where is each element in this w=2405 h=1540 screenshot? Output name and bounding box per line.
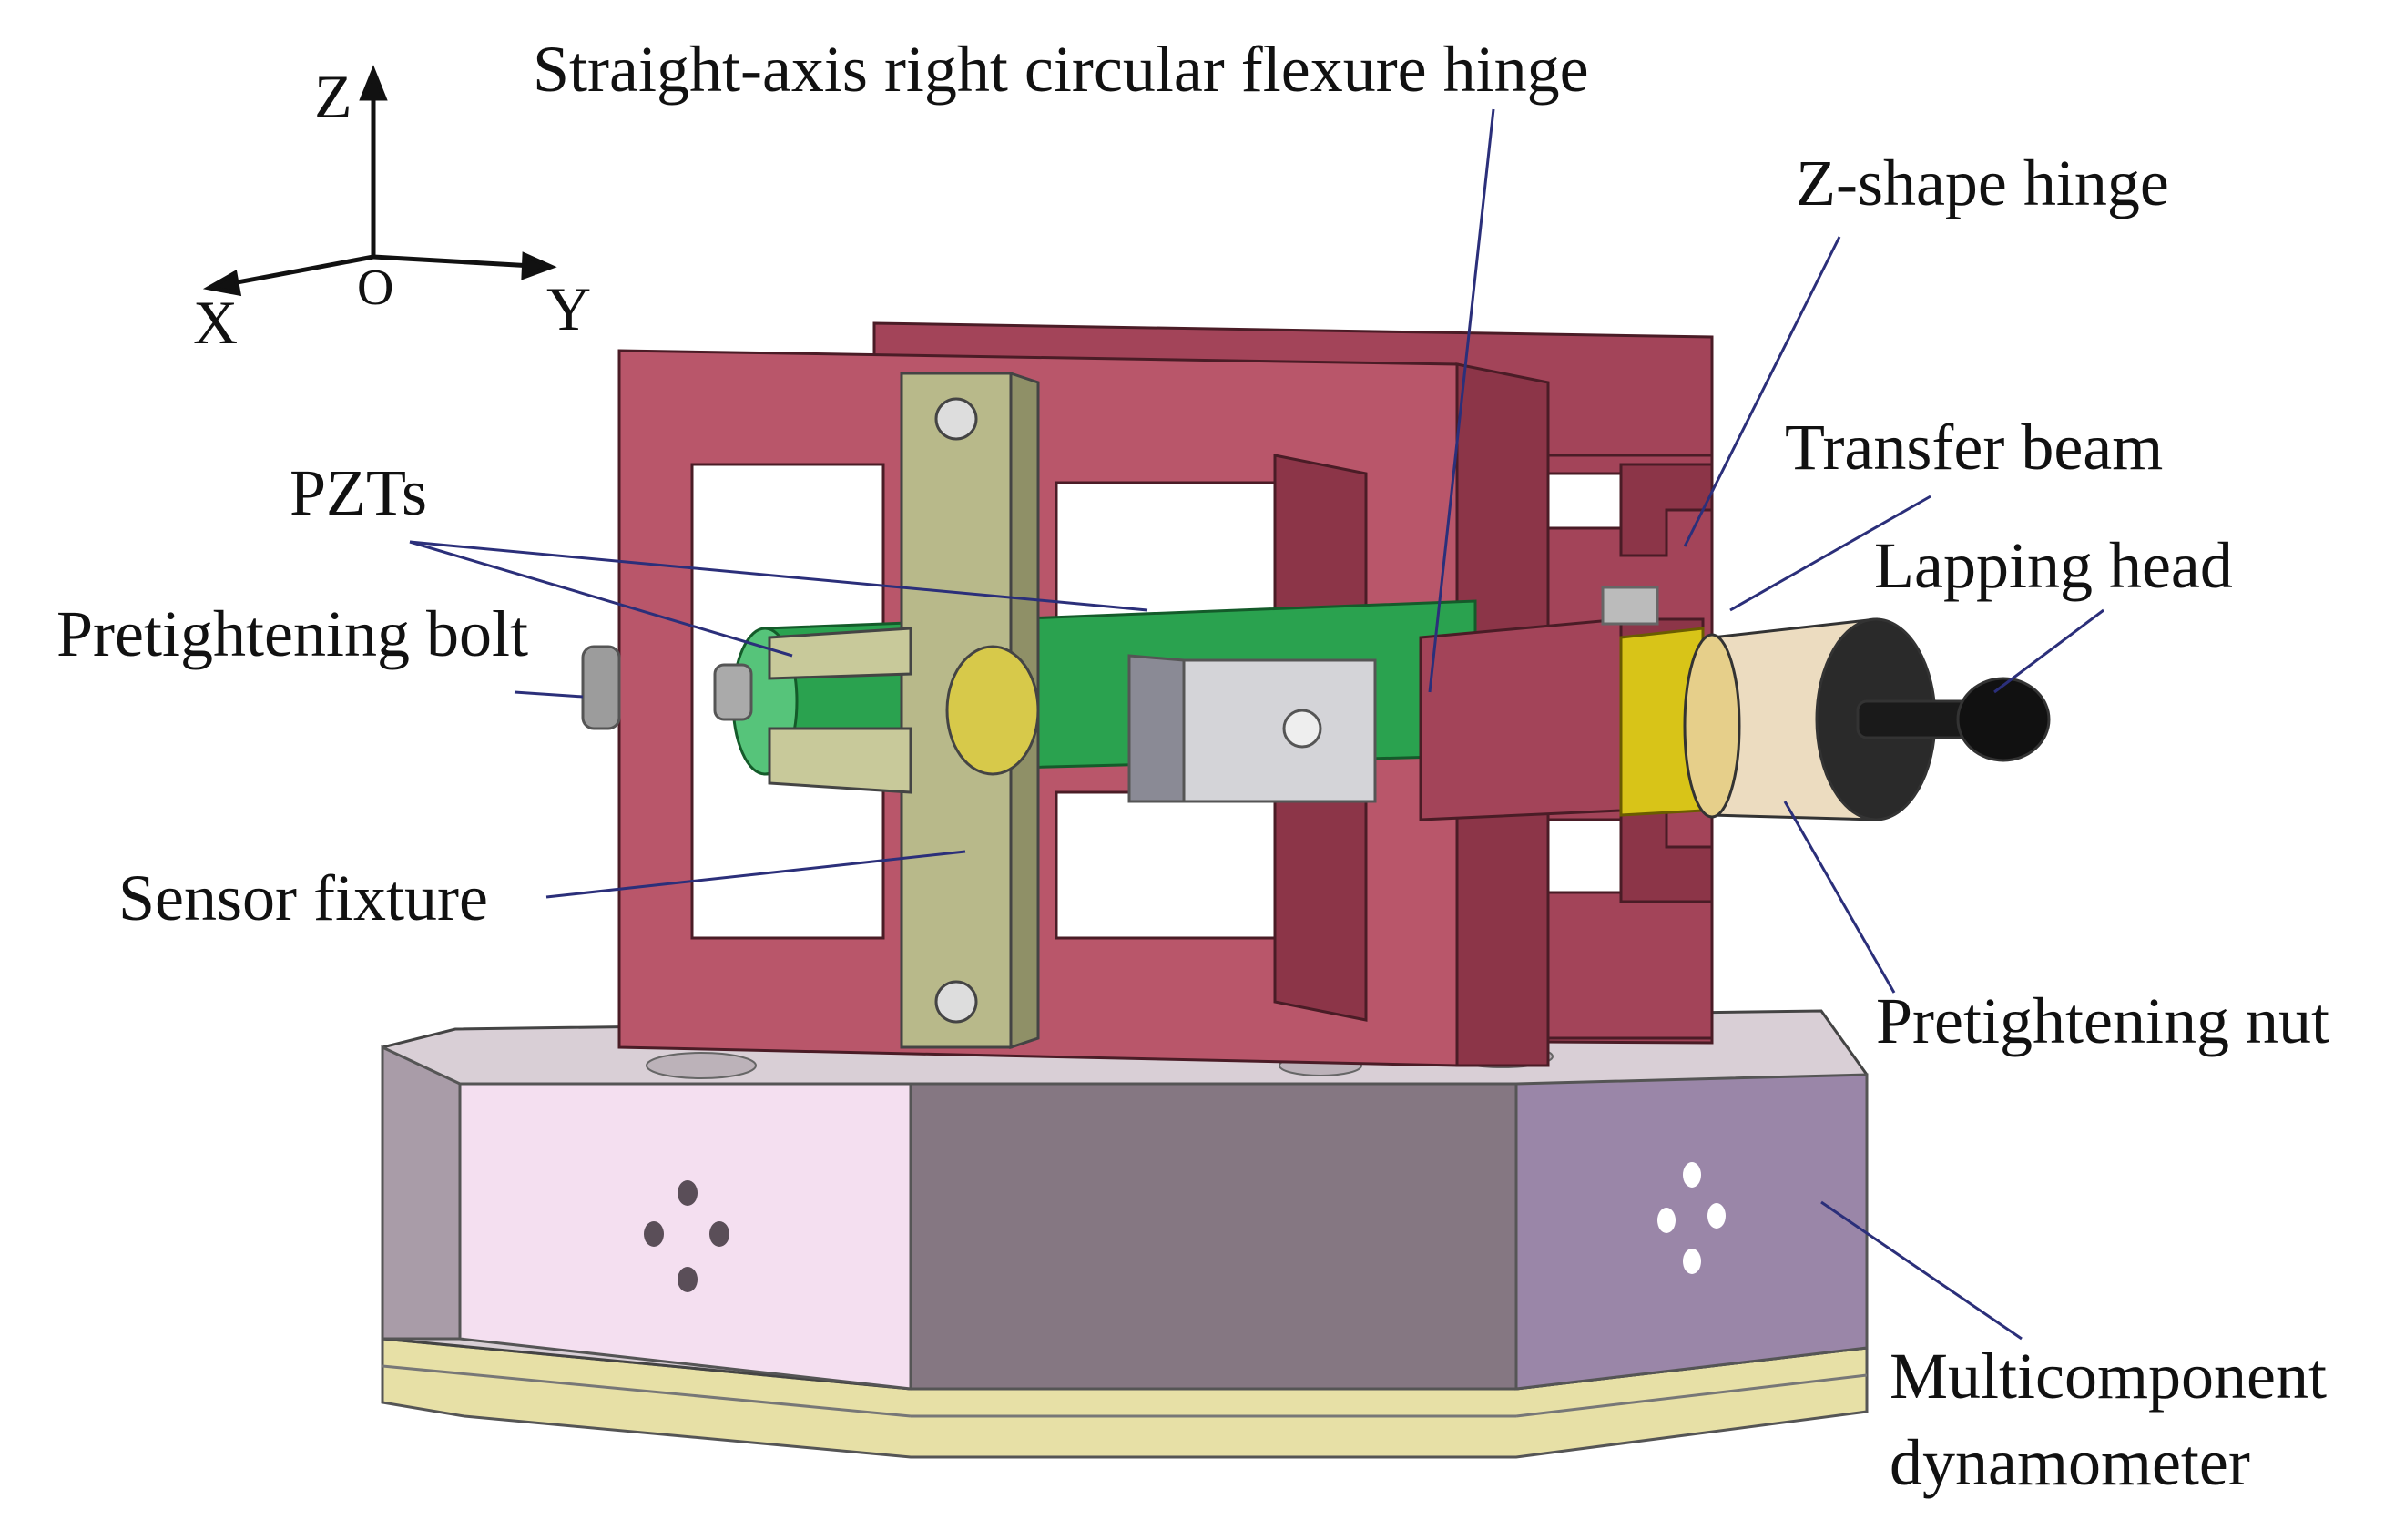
- y-axis-arrowhead: [521, 251, 557, 280]
- pretightening-bolt: [581, 645, 753, 730]
- origin-label: O: [357, 260, 394, 316]
- frame-window-lower: [1055, 790, 1277, 940]
- leader-transfer-beam: [1729, 495, 1931, 612]
- label-pretightening-bolt: Pretightening bolt: [56, 597, 528, 670]
- label-lapping-head: Lapping head: [1874, 529, 2233, 602]
- label-dynamometer-line1: Multicomponent: [1890, 1340, 2327, 1413]
- leader-pretightening-bolt: [514, 690, 584, 699]
- lapping-head: [1683, 617, 2051, 821]
- leader-pzt-2: [409, 540, 793, 658]
- sensor-fixture: [768, 371, 1040, 1050]
- label-pzts: PZTs: [290, 456, 427, 529]
- y-axis-label: Y: [546, 274, 592, 343]
- x-axis: [227, 254, 374, 287]
- leader-sensor-fixture: [545, 850, 966, 899]
- coordinate-axes: [202, 65, 557, 297]
- bolt-head-bottom: [934, 980, 978, 1024]
- leader-pretightening-nut: [1783, 801, 1896, 994]
- label-pretightening-nut: Pretightening nut: [1876, 984, 2329, 1057]
- bolt-head-top: [934, 397, 978, 441]
- label-dynamometer-line2: dynamometer: [1890, 1426, 2250, 1499]
- base-middle-face: [909, 1082, 1518, 1391]
- leader-flexure-hinge: [1428, 108, 1495, 693]
- x-axis-arrowhead: [202, 270, 242, 297]
- front-holes: [644, 1180, 729, 1292]
- label-transfer-beam: Transfer beam: [1785, 411, 2164, 484]
- right-holes: [1657, 1162, 1726, 1274]
- label-z-shape-hinge: Z-shape hinge: [1796, 147, 2169, 219]
- y-axis: [372, 254, 534, 269]
- base-left-face: [381, 1045, 462, 1341]
- label-sensor-fixture: Sensor fixture: [118, 862, 488, 934]
- transfer-clamp: [1127, 654, 1377, 803]
- z-axis-arrowhead: [359, 65, 388, 101]
- leader-lapping-head: [1993, 608, 2104, 694]
- z-axis-label: Z: [314, 62, 352, 131]
- leader-dynamometer: [1820, 1200, 2023, 1341]
- base-right-face: [1514, 1073, 1869, 1391]
- base-front-face: [458, 1082, 912, 1391]
- leader-lines: [409, 108, 2104, 1341]
- x-axis-label: X: [193, 288, 239, 357]
- leader-z-shape-hinge: [1683, 236, 1841, 547]
- frame-window-upper: [1055, 481, 1277, 630]
- dynamometer-base: [381, 1009, 1869, 1459]
- fixture-bore: [945, 645, 1040, 776]
- leader-pzt-1: [409, 540, 1148, 612]
- label-flexure-hinge: Straight-axis right circular flexure hin…: [533, 33, 1589, 106]
